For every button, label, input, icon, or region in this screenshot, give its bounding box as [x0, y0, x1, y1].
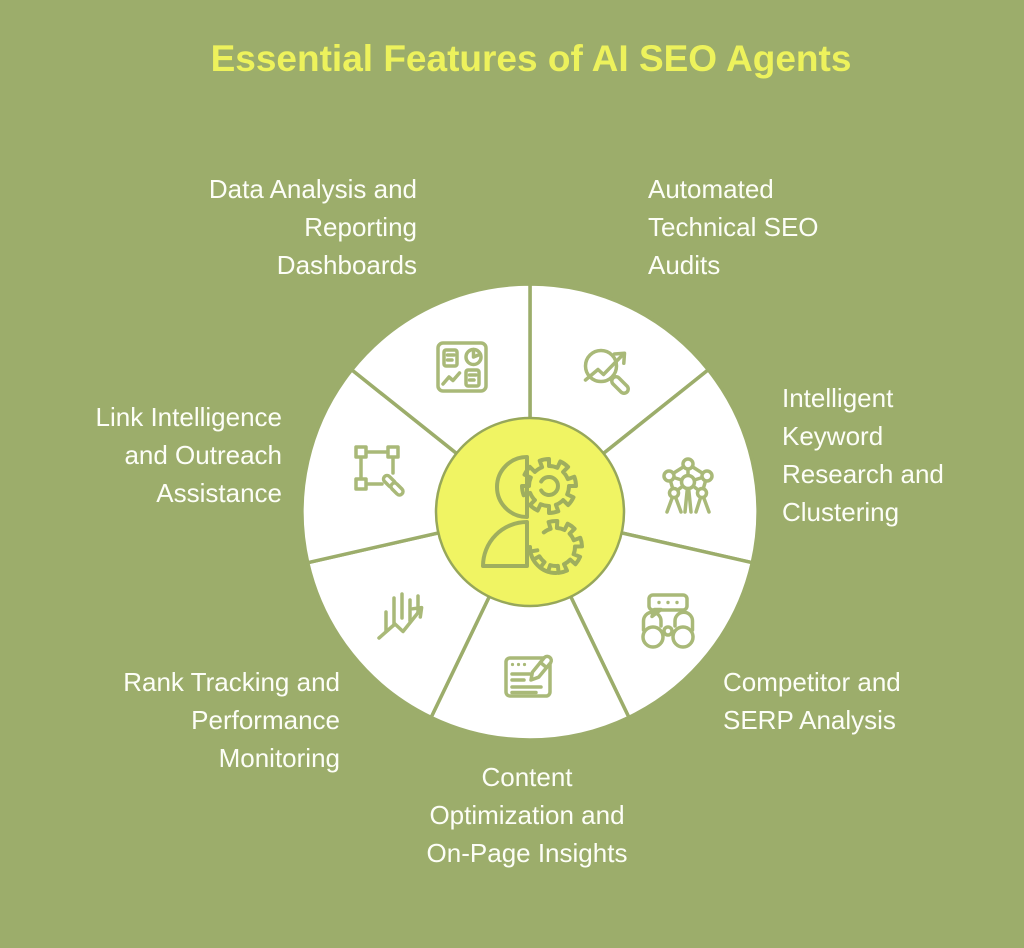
- keyword-cluster-icon: [662, 457, 714, 514]
- label-keyword: Intelligent Keyword Research and Cluster…: [782, 383, 944, 527]
- human-ai-gears-icon: [481, 455, 584, 575]
- content-edit-icon: [504, 654, 553, 698]
- page-title: Essential Features of AI SEO Agents: [210, 38, 852, 79]
- center-hub: [434, 416, 626, 608]
- audit-magnifier-icon: [583, 348, 630, 395]
- label-content: Content Optimization and On-Page Insight…: [426, 762, 628, 868]
- label-data-analysis: Data Analysis and Reporting Dashboards: [208, 174, 417, 280]
- segment-content: [429, 510, 631, 742]
- label-audits: Automated Technical SEO Audits: [648, 174, 819, 280]
- link-selection-icon: [354, 445, 405, 497]
- label-rank: Rank Tracking and Performance Monitoring: [123, 667, 340, 773]
- label-competitor: Competitor and SERP Analysis: [723, 667, 901, 735]
- dashboard-icon: [436, 341, 488, 393]
- label-link: Link Intelligence and Outreach Assistanc…: [95, 402, 282, 508]
- rank-trend-icon: [377, 592, 424, 640]
- binoculars-speech-icon: [641, 593, 695, 649]
